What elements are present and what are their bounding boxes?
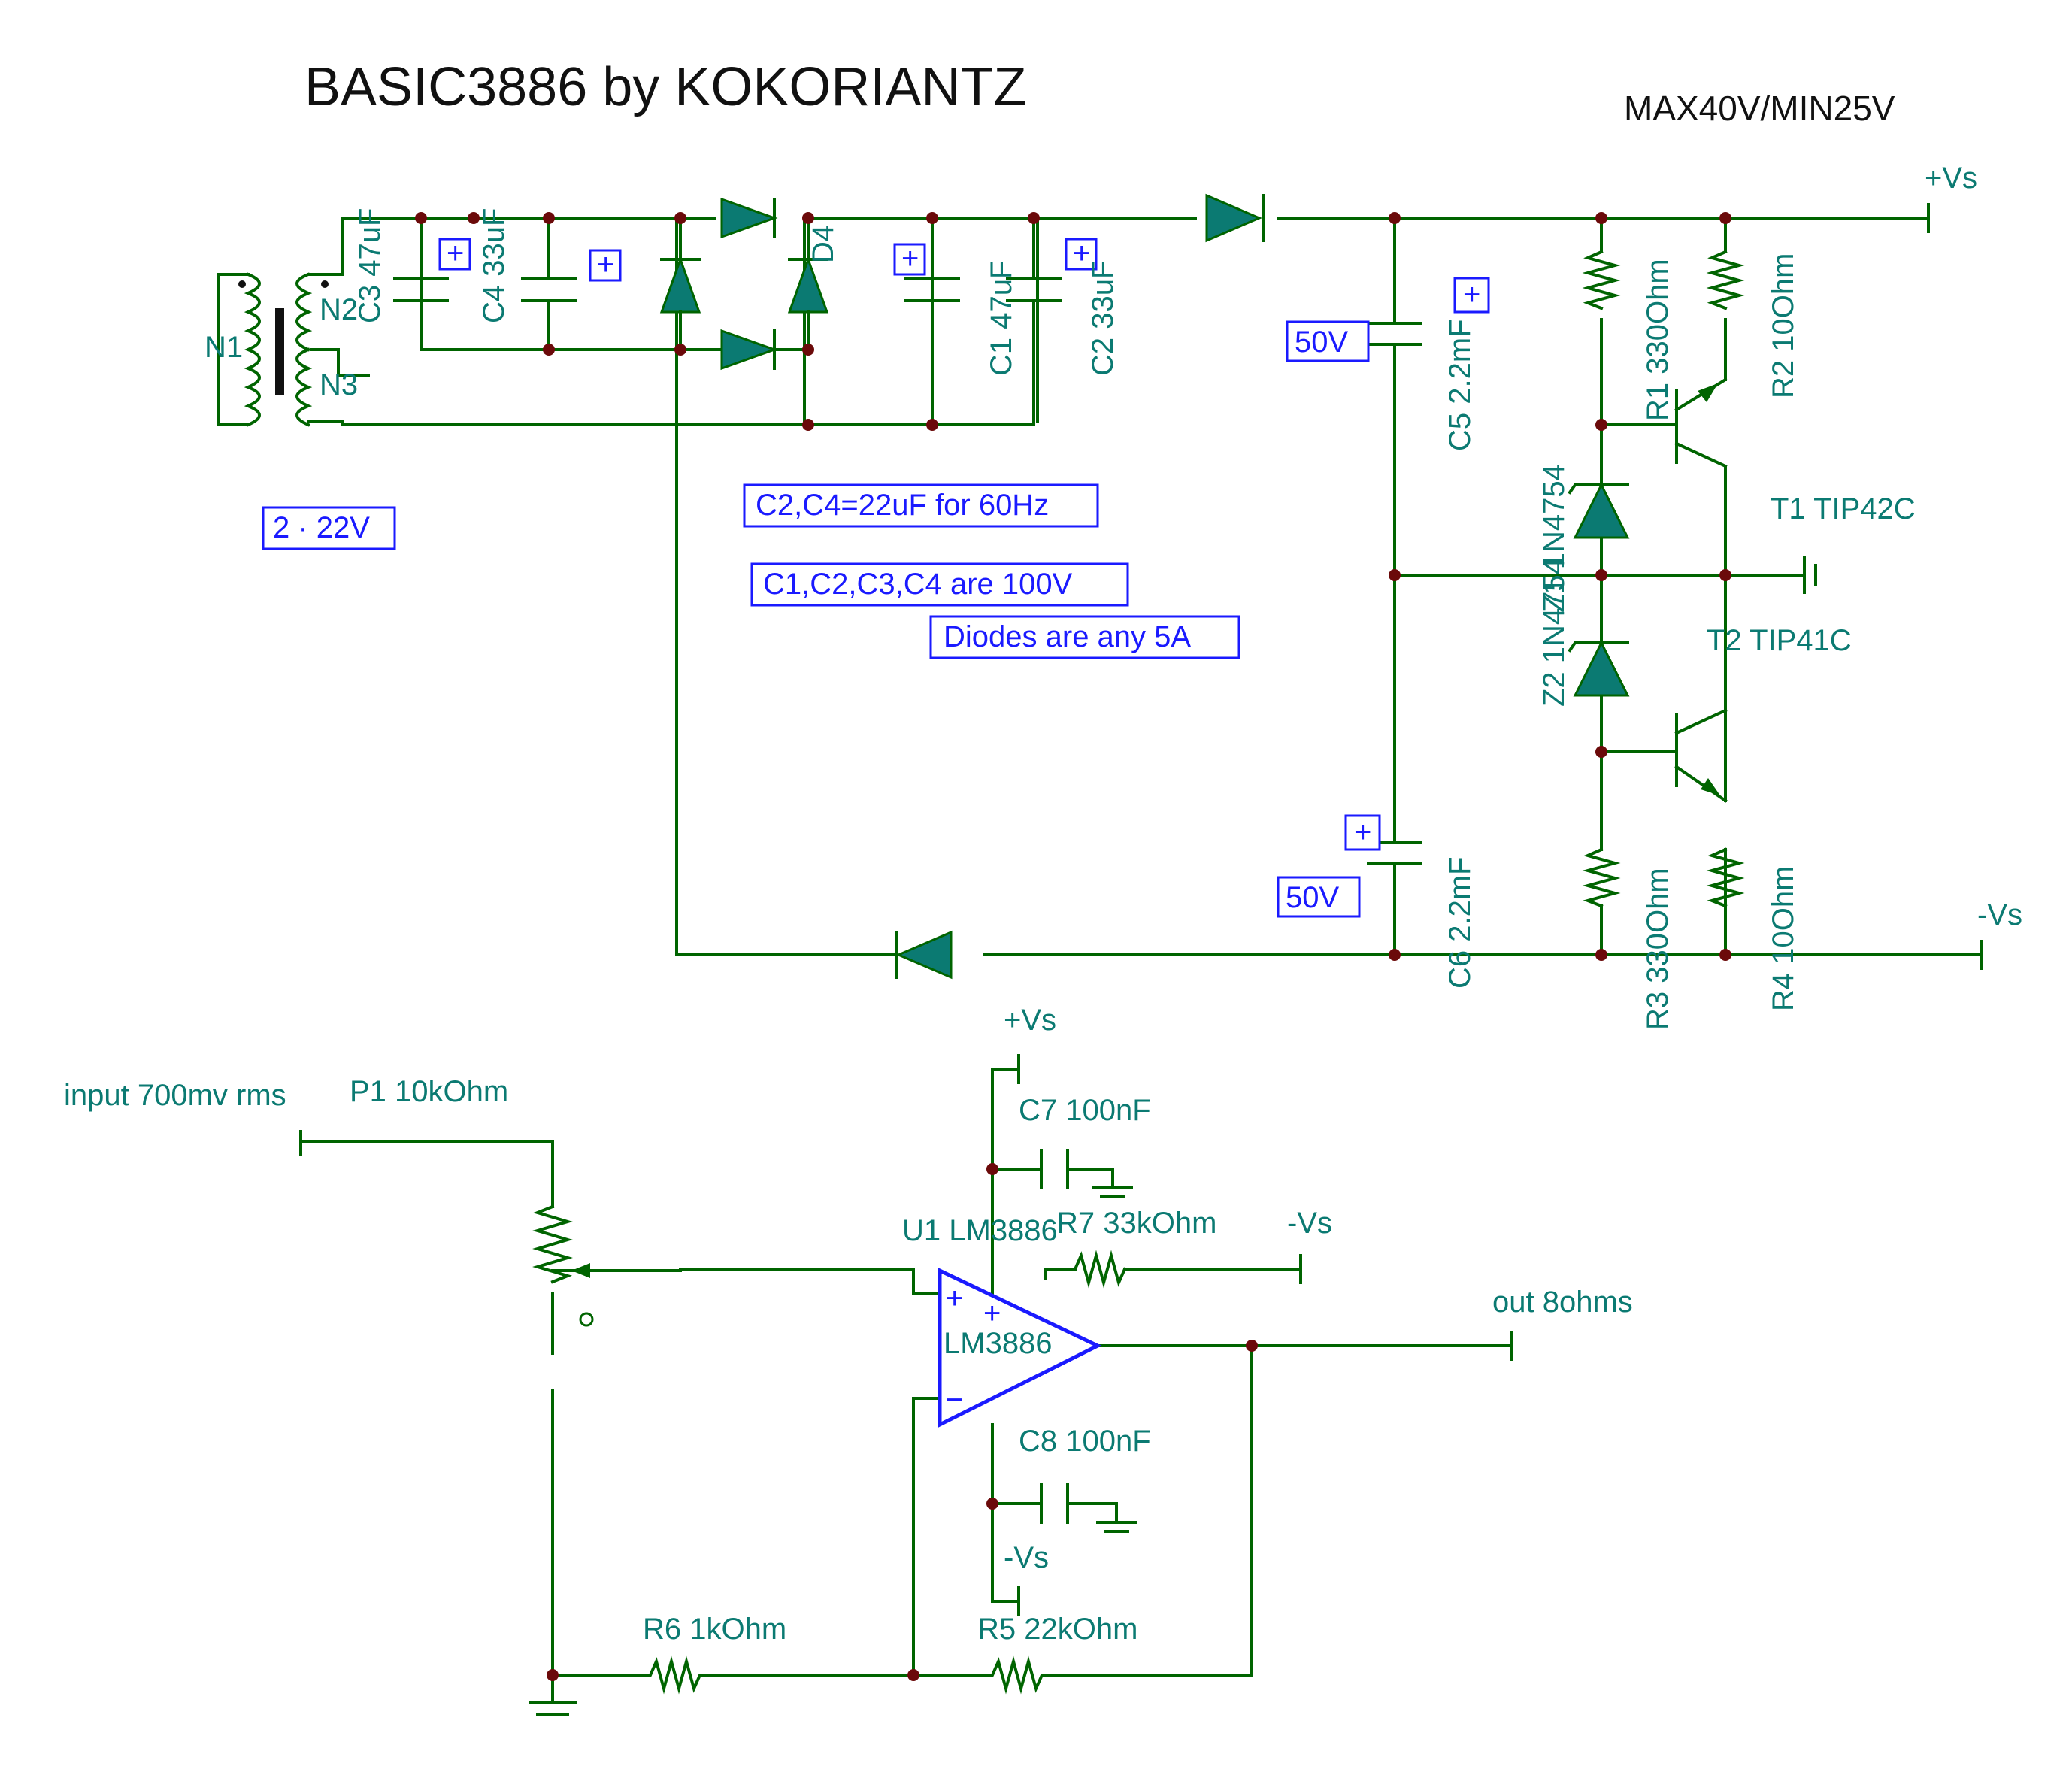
c3-label: C3 47uF [353,208,386,323]
amp-neg-rail-label-bottom: -Vs [1004,1541,1049,1574]
r6-label: R6 1kOhm [643,1613,786,1646]
r5-label: R5 22kOhm [977,1613,1137,1646]
opamp-minus: − [946,1383,963,1416]
pos-rail-label: +Vs [1925,162,1977,195]
transformer-rating: 2 · 22V [273,511,370,544]
resistor-r2 [1706,250,1745,310]
c8-label: C8 100nF [1019,1425,1151,1458]
z2-label: Z2 1N4754 [1537,558,1571,707]
neg-rail-label: -Vs [1977,898,2022,931]
d4-label: D4 [807,225,840,263]
z1-label: Z1 1N4754 [1537,464,1571,613]
cap-c5: + 50V C5 2.2mF [1286,277,1490,451]
r3-label: R3 330Ohm [1641,868,1674,1030]
opamp-supply-plus: + [983,1297,1001,1330]
polarity-mark: + [1354,816,1371,849]
c5-voltage-tag: 50V [1295,326,1348,359]
c7-label: C7 100nF [1019,1094,1151,1127]
p1-label: P1 10kOhm [350,1075,508,1108]
resistor-r1 [1582,250,1621,310]
u1-label: U1 LM3886 [902,1214,1058,1247]
input-label: input 700mv rms [64,1079,286,1112]
transistor-t1: T1 TIP42C [1674,377,1916,526]
output-label: out 8ohms [1492,1286,1633,1319]
c4-label: C4 33uF [477,208,510,323]
junctions [415,212,1731,1681]
schematic-title: BASIC3886 by KOKORIANTZ [304,57,1026,117]
transformer-secondary1-label: N2 [320,293,358,326]
cap-c6: + 50V C6 2.2mF [1277,814,1477,989]
transformer-secondary2-label: N3 [320,368,358,401]
zener-z1: Z1 1N4754 [1537,464,1630,613]
polarity-mark: + [901,242,919,275]
transformer-primary-label: N1 [204,331,243,364]
polarity-mark: + [447,237,464,270]
resistor-r3 [1582,847,1621,908]
transistor-t2: T2 TIP41C [1674,624,1852,803]
t1-label: T1 TIP42C [1771,492,1916,526]
t2-label: T2 TIP41C [1707,624,1852,657]
cap-c3: + C3 47uF [353,208,471,323]
cap-c1: + C1 47uF [893,242,1018,376]
amplifier-wiring [299,1054,1513,1716]
amp-neg-rail-label-top: -Vs [1287,1207,1332,1240]
pot-terminal [579,1312,594,1327]
note-diodes: Diodes are any 5A [944,620,1191,653]
r4-label: R4 10Ohm [1767,866,1800,1011]
polarity-mark: + [1073,237,1090,270]
note-60hz: C2,C4=22uF for 60Hz [756,489,1049,522]
supply-range-label: MAX40V/MIN25V [1624,89,1895,128]
opamp-body-label: LM3886 [944,1327,1053,1360]
c6-label: C6 2.2mF [1443,856,1477,989]
c6-voltage-tag: 50V [1286,881,1339,914]
opamp-plus: + [946,1282,963,1315]
r7-label: R7 33kOhm [1056,1207,1216,1240]
opamp-u1: + − + LM3886 [938,1268,1102,1428]
note-100v: C1,C2,C3,C4 are 100V [763,568,1073,601]
zener-z2: Z2 1N4754 [1537,558,1630,707]
diode-pos-rail [1205,193,1265,243]
c2-label: C2 33uF [1086,261,1119,376]
diode-neg-rail [895,930,953,980]
power-supply-wiring [217,203,1983,970]
transformer: N1 N2 N3 [204,272,358,427]
c1-label: C1 47uF [985,261,1018,376]
r1-label: R1 330Ohm [1641,259,1674,421]
amp-pos-rail-label: +Vs [1004,1004,1056,1037]
resistor-r4 [1706,847,1745,908]
cap-c2: + C2 33uF [1006,237,1119,376]
r2-label: R2 10Ohm [1767,253,1800,398]
polarity-mark: + [597,248,614,281]
c5-label: C5 2.2mF [1443,319,1477,451]
polarity-mark: + [1463,278,1480,311]
diode-bridge: D4 [659,197,840,371]
cap-c4: + C4 33uF [477,208,622,323]
